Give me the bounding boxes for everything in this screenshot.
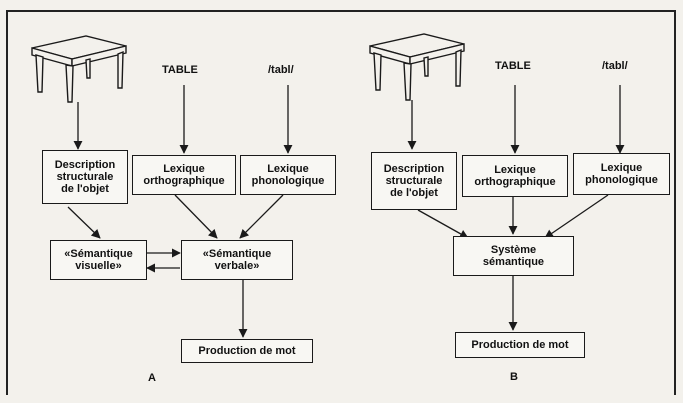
table-icon: [31, 35, 127, 103]
arrow-a-phono-to-verbale: [239, 194, 284, 239]
box-lexique-orthographique-a: Lexique orthographique: [132, 155, 236, 195]
word-input-a: TABLE: [162, 64, 198, 76]
phonological-input-a: /tabl/: [268, 64, 294, 76]
box-lexique-phonologique-b: Lexique phonologique: [573, 153, 670, 195]
table-icon: [369, 33, 465, 101]
box-lexique-orthographique-b: Lexique orthographique: [462, 155, 568, 197]
panel-label-a: A: [148, 372, 156, 384]
box-production-a: Production de mot: [181, 339, 313, 363]
figure-frame: [6, 10, 676, 395]
box-semantique-verbale-a: «Sémantique verbale»: [181, 240, 293, 280]
box-description-b: Description structurale de l'objet: [371, 152, 457, 210]
box-semantique-visuelle-a: «Sémantique visuelle»: [50, 240, 147, 280]
box-description-a: Description structurale de l'objet: [42, 150, 128, 204]
phonological-input-b: /tabl/: [602, 60, 628, 72]
word-input-b: TABLE: [495, 60, 531, 72]
arrow-a-description-to-visuelle: [67, 206, 101, 239]
arrow-b-description-to-systeme: [417, 209, 469, 239]
box-lexique-phonologique-a: Lexique phonologique: [240, 155, 336, 195]
arrow-a-ortho-to-verbale: [174, 194, 218, 239]
box-systeme-semantique-b: Système sémantique: [453, 236, 574, 276]
arrow-b-phono-to-systeme: [544, 194, 609, 239]
panel-label-b: B: [510, 371, 518, 383]
box-production-b: Production de mot: [455, 332, 585, 358]
